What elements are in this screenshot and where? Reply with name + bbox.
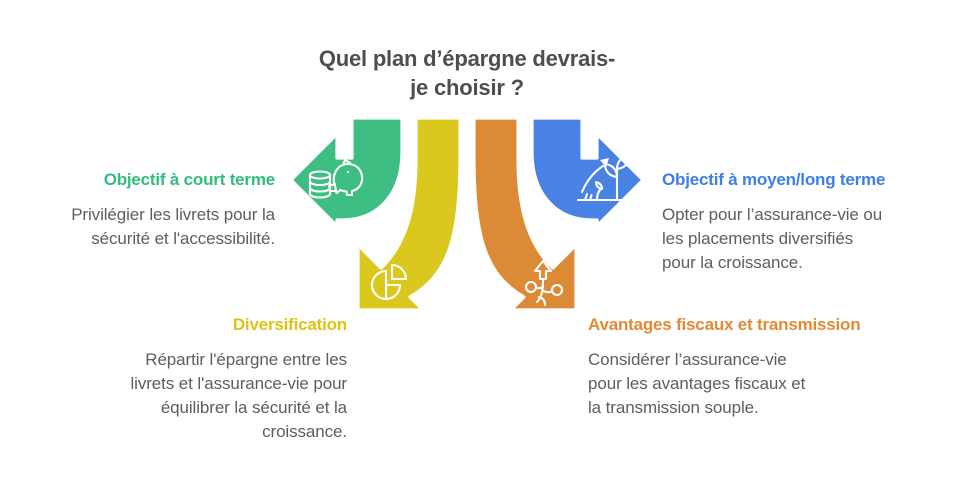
- section-diversification-label: Diversification: [232, 315, 347, 334]
- section-diversification: Diversification Répartir l'épargne entre…: [47, 314, 347, 444]
- arrow-long-term: [530, 116, 645, 228]
- section-short-term-label: Objectif à court terme: [103, 170, 276, 189]
- section-fiscal: Avantages fiscaux et transmission Consid…: [588, 314, 928, 420]
- piggy-bank-icon: [308, 158, 364, 199]
- section-long-term-body: Opter pour l’assurance-vie ou les placem…: [662, 205, 883, 272]
- arrow-short-term: [289, 116, 404, 228]
- section-fiscal-body: Considérer l’assurance-vie pour les avan…: [588, 350, 806, 417]
- section-long-term-label: Objectif à moyen/long terme: [662, 170, 886, 189]
- section-diversification-body: Répartir l'épargne entre les livrets et …: [130, 350, 347, 441]
- section-short-term-body: Privilégier les livrets pour la sécurité…: [71, 205, 275, 248]
- growth-branch-icon: [524, 259, 564, 307]
- section-fiscal-label: Avantages fiscaux et transmission: [588, 315, 861, 334]
- section-long-term: Objectif à moyen/long terme Opter pour l…: [662, 169, 947, 275]
- section-short-term: Objectif à court terme Privilégier les l…: [0, 169, 275, 251]
- page-title: Quel plan d’épargne devrais- je choisir …: [318, 46, 616, 100]
- arrow-fiscal: [472, 116, 578, 312]
- pie-chart-icon: [370, 263, 408, 301]
- arrow-diversification: [356, 116, 462, 312]
- sprout-growth-icon: [576, 154, 631, 202]
